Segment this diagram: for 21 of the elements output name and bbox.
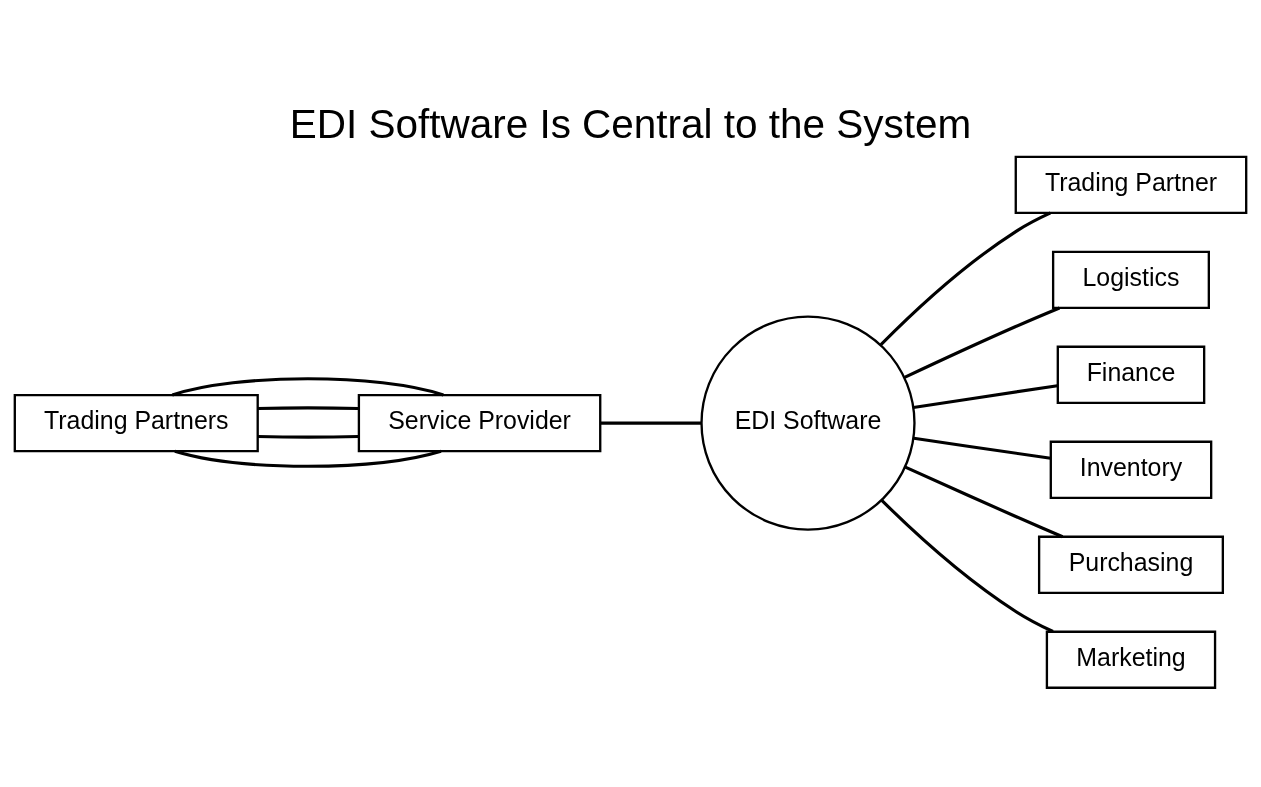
node-box: Inventory: [1049, 440, 1213, 499]
connector: [174, 449, 442, 468]
node-circle: EDI Software: [700, 315, 916, 531]
diagram-title: EDI Software Is Central to the System: [289, 100, 972, 147]
connector: [903, 306, 1061, 379]
connector: [600, 421, 702, 425]
connector: [880, 499, 1054, 633]
connector: [257, 435, 359, 439]
connector: [879, 211, 1052, 346]
node-box: Trading Partners: [13, 393, 259, 453]
node-box: Logistics: [1051, 250, 1210, 310]
connector: [171, 377, 444, 397]
node-box: Trading Partner: [1014, 155, 1248, 215]
node-box: Marketing: [1045, 630, 1217, 689]
node-box: Finance: [1056, 345, 1206, 404]
connector: [257, 406, 359, 411]
connector: [904, 465, 1064, 539]
node-box: Purchasing: [1037, 535, 1224, 594]
connector: [913, 436, 1051, 460]
node-box: Service Provider: [357, 393, 602, 453]
connector: [913, 384, 1058, 409]
